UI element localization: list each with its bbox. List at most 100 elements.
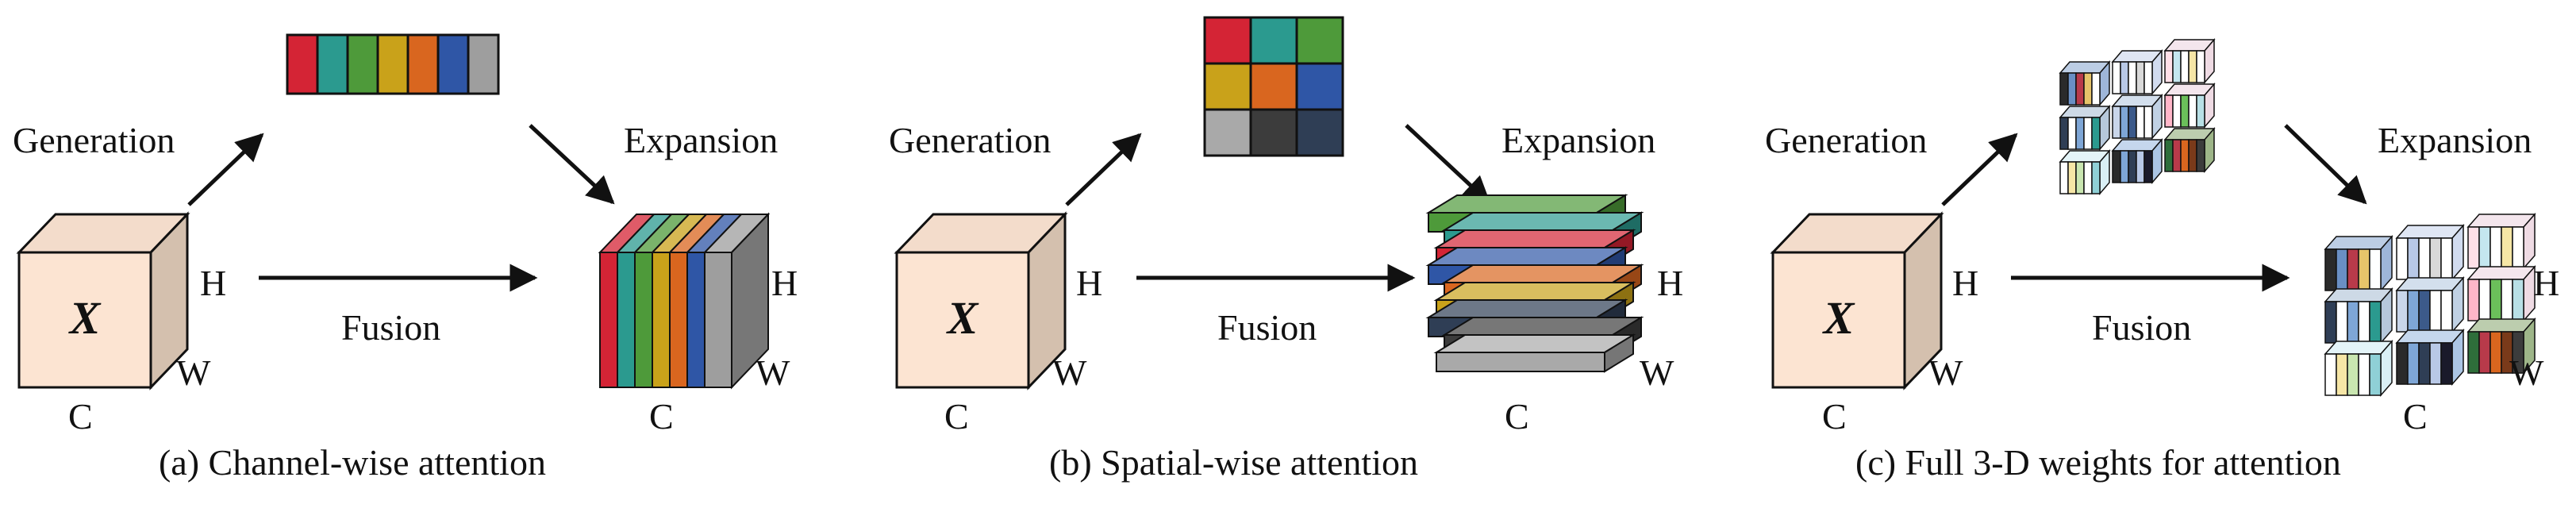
spatial-weight-grid [1203,16,1344,157]
spatial-weight-cell [1203,62,1252,111]
weight-strip [2067,117,2077,150]
spatial-weight-cell [1203,108,1252,157]
full-3d-expanded-output [2324,213,2536,397]
slab-top [1433,282,1636,301]
weight-strip [2324,353,2337,396]
weight-strip [2396,342,2409,385]
weight-strip [2489,226,2502,269]
panel-channel-wise: X H W C Generation Expansion Fusion H W … [13,33,798,483]
weight-strip [2324,248,2337,291]
weight-strip [2067,72,2077,106]
dim-w-label: W [1052,352,1087,393]
channel-expanded-output [598,212,771,390]
spatial-weight-cell [1249,16,1298,65]
expansion-label: Expansion [1501,120,1655,160]
weight-strip [2418,237,2431,280]
weight-strip [2467,331,2480,374]
out-dim-h-label: H [1657,263,1683,303]
dim-c-label: C [1822,396,1847,437]
weight-strip [2347,353,2359,396]
spatial-weight-cell [1295,108,1344,157]
weight-strip [2429,342,2442,385]
dim-h-label: H [200,263,226,303]
generation-label: Generation [1765,120,1927,160]
weight-strip [2440,237,2453,280]
spatial-weight-cell [1249,62,1298,111]
channel-weight-cell [406,33,440,95]
channel-slab [617,252,636,388]
out-dim-w-label: W [755,352,790,393]
panel-full-3d: X H W C Generation Expansion Fusion H W … [1765,37,2559,483]
slab-top [1433,334,1636,353]
weight-strip [2369,353,2382,396]
channel-weight-cell [316,33,349,95]
caption-b: (b) Spatial-wise attention [1049,442,1418,483]
weight-strip [2336,248,2348,291]
slab-top [1425,299,1628,318]
expansion-arrow [1405,124,1491,205]
dim-h-label: H [1076,263,1102,303]
dim-c-label: C [68,396,93,437]
weight-strip [2128,61,2137,94]
weight-strip [2501,279,2513,321]
weight-strip [2120,61,2129,94]
weight-strip [2369,301,2382,344]
out-dim-h-label: H [2533,263,2559,303]
weight-strip [2324,301,2337,344]
expansion-arrow [529,124,615,205]
out-dim-w-label: W [2509,352,2544,393]
dim-h-label: H [1952,263,1978,303]
input-symbol: X [68,292,102,344]
weight-strip [2075,72,2085,106]
channel-slab [704,252,732,388]
weight-strip [2059,117,2069,150]
weight-strip [2164,139,2174,172]
weight-strip [2091,117,2101,150]
spatial-weight-cell [1203,16,1252,65]
weight-strip [2143,150,2153,183]
weight-strip [2489,279,2502,321]
weight-strip [2143,61,2153,94]
weight-strip [2336,301,2348,344]
slab-top [1425,247,1628,266]
channel-weight-cell [436,33,470,95]
weight-strip [2196,94,2205,128]
weight-strip [2067,161,2077,194]
channel-weight-cell [346,33,379,95]
generation-arrow [187,133,264,206]
weight-strip [2369,248,2382,291]
weight-strip [2429,237,2442,280]
weight-strip [2407,237,2420,280]
slab-top [1441,264,1644,283]
fusion-label: Fusion [341,307,440,348]
weight-strip [2396,290,2409,333]
caption-a: (a) Channel-wise attention [159,442,546,483]
channel-slab [686,252,706,388]
weight-strip [2136,150,2145,183]
dim-c-label: C [944,396,969,437]
slab-top [1441,212,1644,231]
weight-strip [2164,94,2174,128]
weight-strip [2512,226,2524,269]
dim-w-label: W [176,352,211,393]
weight-strip [2358,301,2370,344]
weight-strip [2172,94,2182,128]
weight-strip [2467,279,2480,321]
weight-strip [2440,290,2453,333]
weight-strip [2172,139,2182,172]
weight-strip [2418,290,2431,333]
weight-strip [2083,72,2093,106]
slab-top [1433,229,1636,248]
channel-slab [599,252,618,388]
weight-strip [2075,117,2085,150]
weight-strip [2347,248,2359,291]
fusion-label: Fusion [1217,307,1317,348]
weight-strip [2478,331,2491,374]
expansion-label: Expansion [2378,120,2532,160]
weight-strip [2347,301,2359,344]
input-symbol: X [946,292,979,344]
spatial-weight-cell [1249,108,1298,157]
generation-arrow [1065,133,1142,206]
